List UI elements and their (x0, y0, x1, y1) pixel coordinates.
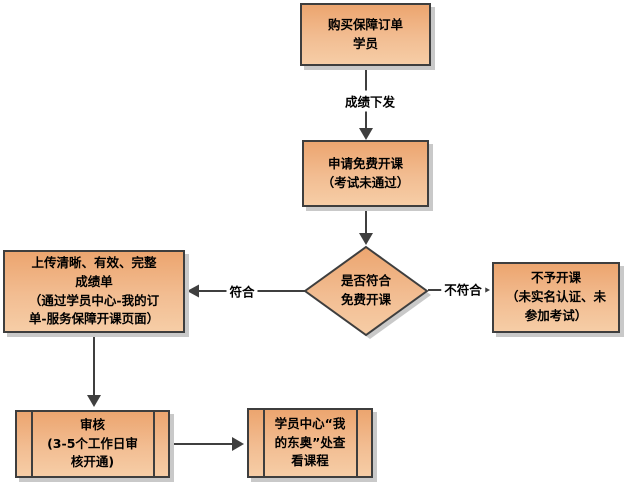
edge-label-score-release: 成绩下发 (341, 90, 399, 112)
node-apply-free-course: 申请免费开课 （考试未通过） (302, 140, 429, 207)
edge-label-no-match: 不符合 (441, 278, 485, 300)
edge-label-match: 符合 (226, 280, 258, 302)
predefined-process-bar (153, 412, 155, 476)
node-upload-transcript-label: 上传清晰、有效、完整 成绩单 （通过学员中心-我的订 单-服务保障开课页面） (28, 255, 160, 327)
predefined-process-bar (356, 410, 358, 476)
node-buy-guarantee-order: 购买保障订单 学员 (300, 3, 431, 66)
node-review-label: 审核 (3-5个工作日审 核开通) (47, 416, 138, 470)
node-view-course: 学员中心“我 的东奥”处查 看课程 (247, 408, 373, 478)
node-upload-transcript: 上传清晰、有效、完整 成绩单 （通过学员中心-我的订 单-服务保障开课页面） (3, 250, 185, 333)
node-apply-free-course-label: 申请免费开课 （考试未通过） (321, 155, 410, 190)
predefined-process-bar (31, 412, 33, 476)
arrow-upload-to-review (87, 334, 101, 407)
arrow-apply-to-decision (359, 207, 373, 245)
node-no-course-opening-label: 不予开课 （未实名认证、未 参加考试） (505, 270, 606, 323)
node-buy-guarantee-order-label: 购买保障订单 学员 (327, 16, 403, 51)
arrow-review-to-view (171, 437, 244, 451)
decision-eligible-label: 是否符合 免费开课 (340, 273, 391, 307)
node-no-course-opening: 不予开课 （未实名认证、未 参加考试） (492, 262, 620, 333)
node-view-course-label: 学员中心“我 的东奥”处查 看课程 (274, 415, 346, 469)
predefined-process-bar (263, 410, 265, 476)
node-review: 审核 (3-5个工作日审 核开通) (15, 410, 170, 478)
